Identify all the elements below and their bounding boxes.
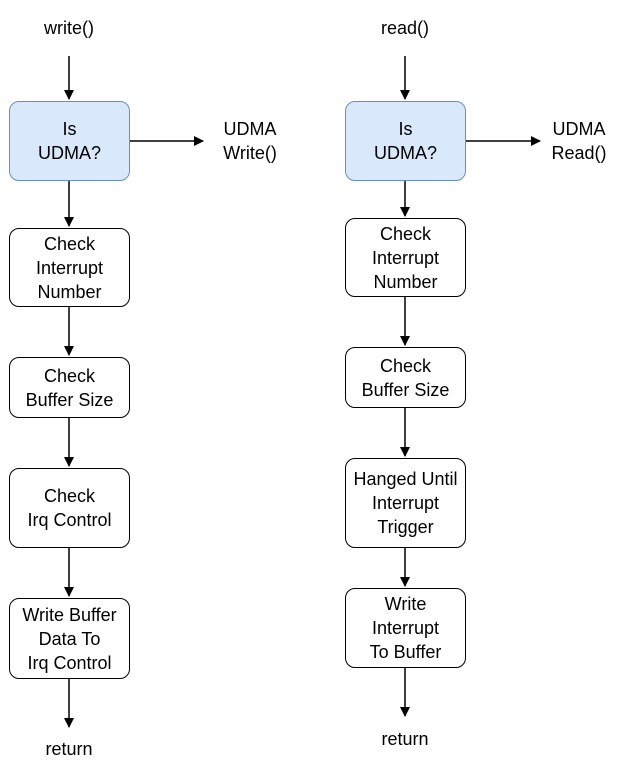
- write-decision-box: Is UDMA?: [9, 101, 130, 181]
- write-step-1-label: Check Interrupt Number: [35, 233, 104, 302]
- read-decision-label: Is UDMA?: [373, 119, 437, 163]
- write-branch-text: UDMA Write(): [223, 119, 277, 163]
- read-step-1-label: Check Interrupt Number: [371, 223, 440, 292]
- write-step-check-interrupt: Check Interrupt Number: [9, 228, 130, 307]
- write-step-check-buffer: Check Buffer Size: [9, 357, 130, 418]
- read-step-hanged-until-trigger: Hanged Until Interrupt Trigger: [345, 458, 466, 548]
- write-branch-label: UDMA Write(): [200, 117, 300, 165]
- read-step-check-interrupt: Check Interrupt Number: [345, 218, 466, 297]
- write-step-2-label: Check Buffer Size: [25, 365, 114, 410]
- read-step-2-label: Check Buffer Size: [361, 355, 450, 400]
- read-step-4-label: Write Interrupt To Buffer: [369, 594, 442, 662]
- read-branch-label: UDMA Read(): [529, 117, 629, 165]
- write-step-check-irq: Check Irq Control: [9, 468, 130, 548]
- write-start-label: write(): [44, 18, 94, 38]
- write-step-4-label: Write Buffer Data To Irq Control: [22, 604, 117, 673]
- read-step-check-buffer: Check Buffer Size: [345, 347, 466, 408]
- write-end-label: return: [45, 739, 93, 759]
- read-step-write-interrupt: Write Interrupt To Buffer: [345, 588, 466, 668]
- read-decision-box: Is UDMA?: [345, 101, 466, 181]
- write-step-write-buffer: Write Buffer Data To Irq Control: [9, 598, 130, 679]
- read-branch-text: UDMA Read(): [551, 119, 607, 163]
- read-start-label: read(): [380, 18, 429, 38]
- read-end-label: return: [381, 729, 429, 749]
- write-step-3-label: Check Irq Control: [27, 486, 112, 530]
- read-step-3-label: Hanged Until Interrupt Trigger: [353, 469, 458, 537]
- write-decision-label: Is UDMA?: [37, 119, 101, 163]
